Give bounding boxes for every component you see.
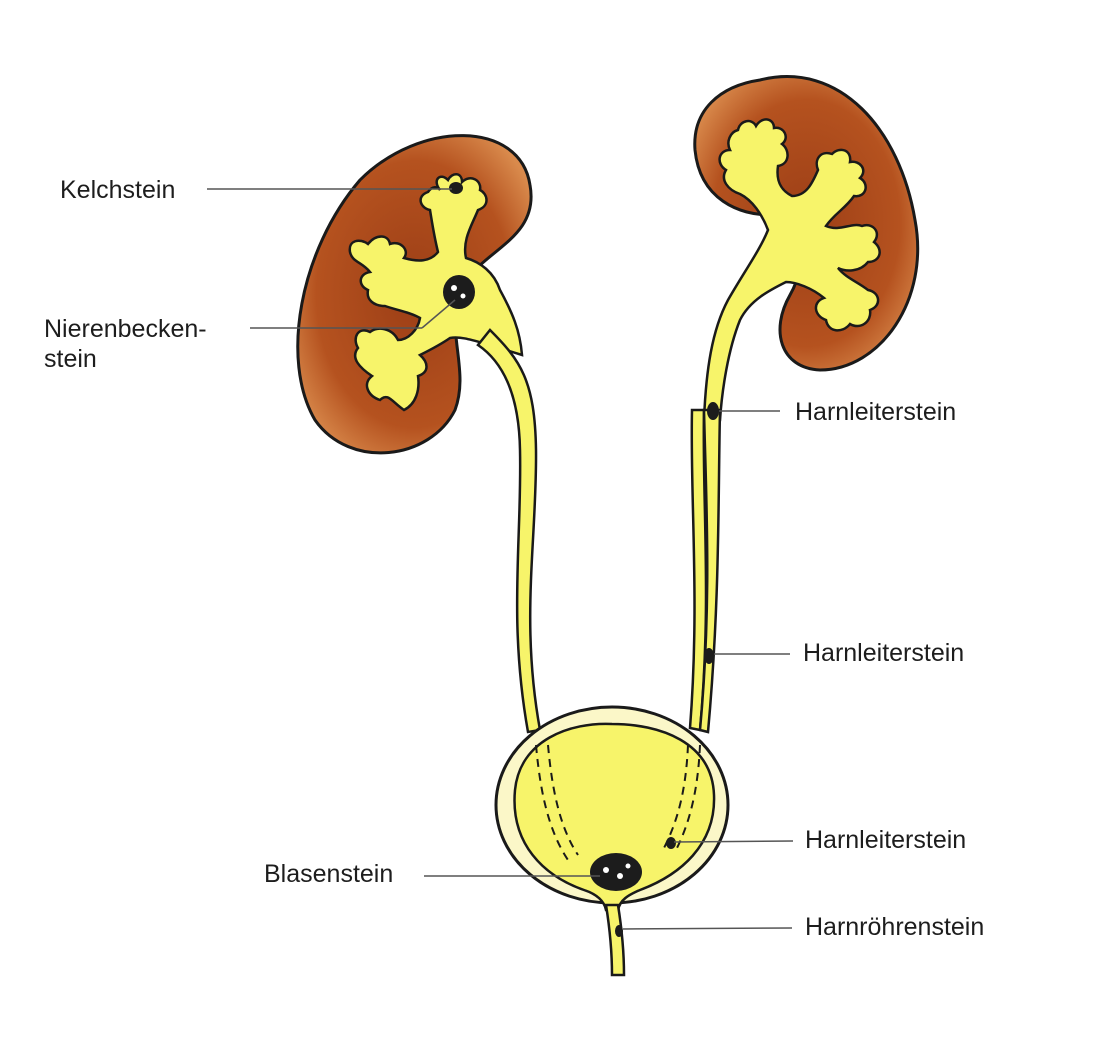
- label-harnleiterstein-upper: Harnleiterstein: [795, 398, 957, 426]
- leader-harnleiterstein-lower: [673, 840, 794, 843]
- label-harnleiterstein-middle: Harnleiterstein: [803, 639, 965, 667]
- bladder-lumen: [513, 722, 716, 912]
- right-renal-pelvis: [702, 118, 881, 422]
- label-harnroehrenstein: Harnröhrenstein: [805, 913, 985, 941]
- calyx-stone: [449, 182, 463, 194]
- left-ureter: [476, 328, 542, 734]
- left-renal-pelvis: [348, 173, 524, 412]
- right-ureter: [688, 408, 708, 732]
- label-harnleiterstein-lower: Harnleiterstein: [805, 826, 967, 854]
- ureter-stone-upper: [707, 402, 719, 420]
- label-nierenbeckenstein-line2: stein: [44, 345, 97, 373]
- ureter-stone-lower: [666, 837, 676, 849]
- ureter-stone-middle: [704, 648, 714, 664]
- label-nierenbeckenstein: Nierenbecken- stein: [44, 314, 244, 374]
- bladder-stone: [590, 853, 642, 891]
- label-nierenbeckenstein-line1: Nierenbecken-: [44, 315, 207, 343]
- label-blasenstein: Blasenstein: [264, 860, 394, 888]
- leader-harnroehrenstein: [622, 927, 793, 930]
- renal-pelvis-stone: [443, 275, 475, 309]
- label-kelchstein: Kelchstein: [60, 176, 176, 204]
- urethra: [604, 903, 626, 977]
- urethra-stone: [615, 925, 623, 937]
